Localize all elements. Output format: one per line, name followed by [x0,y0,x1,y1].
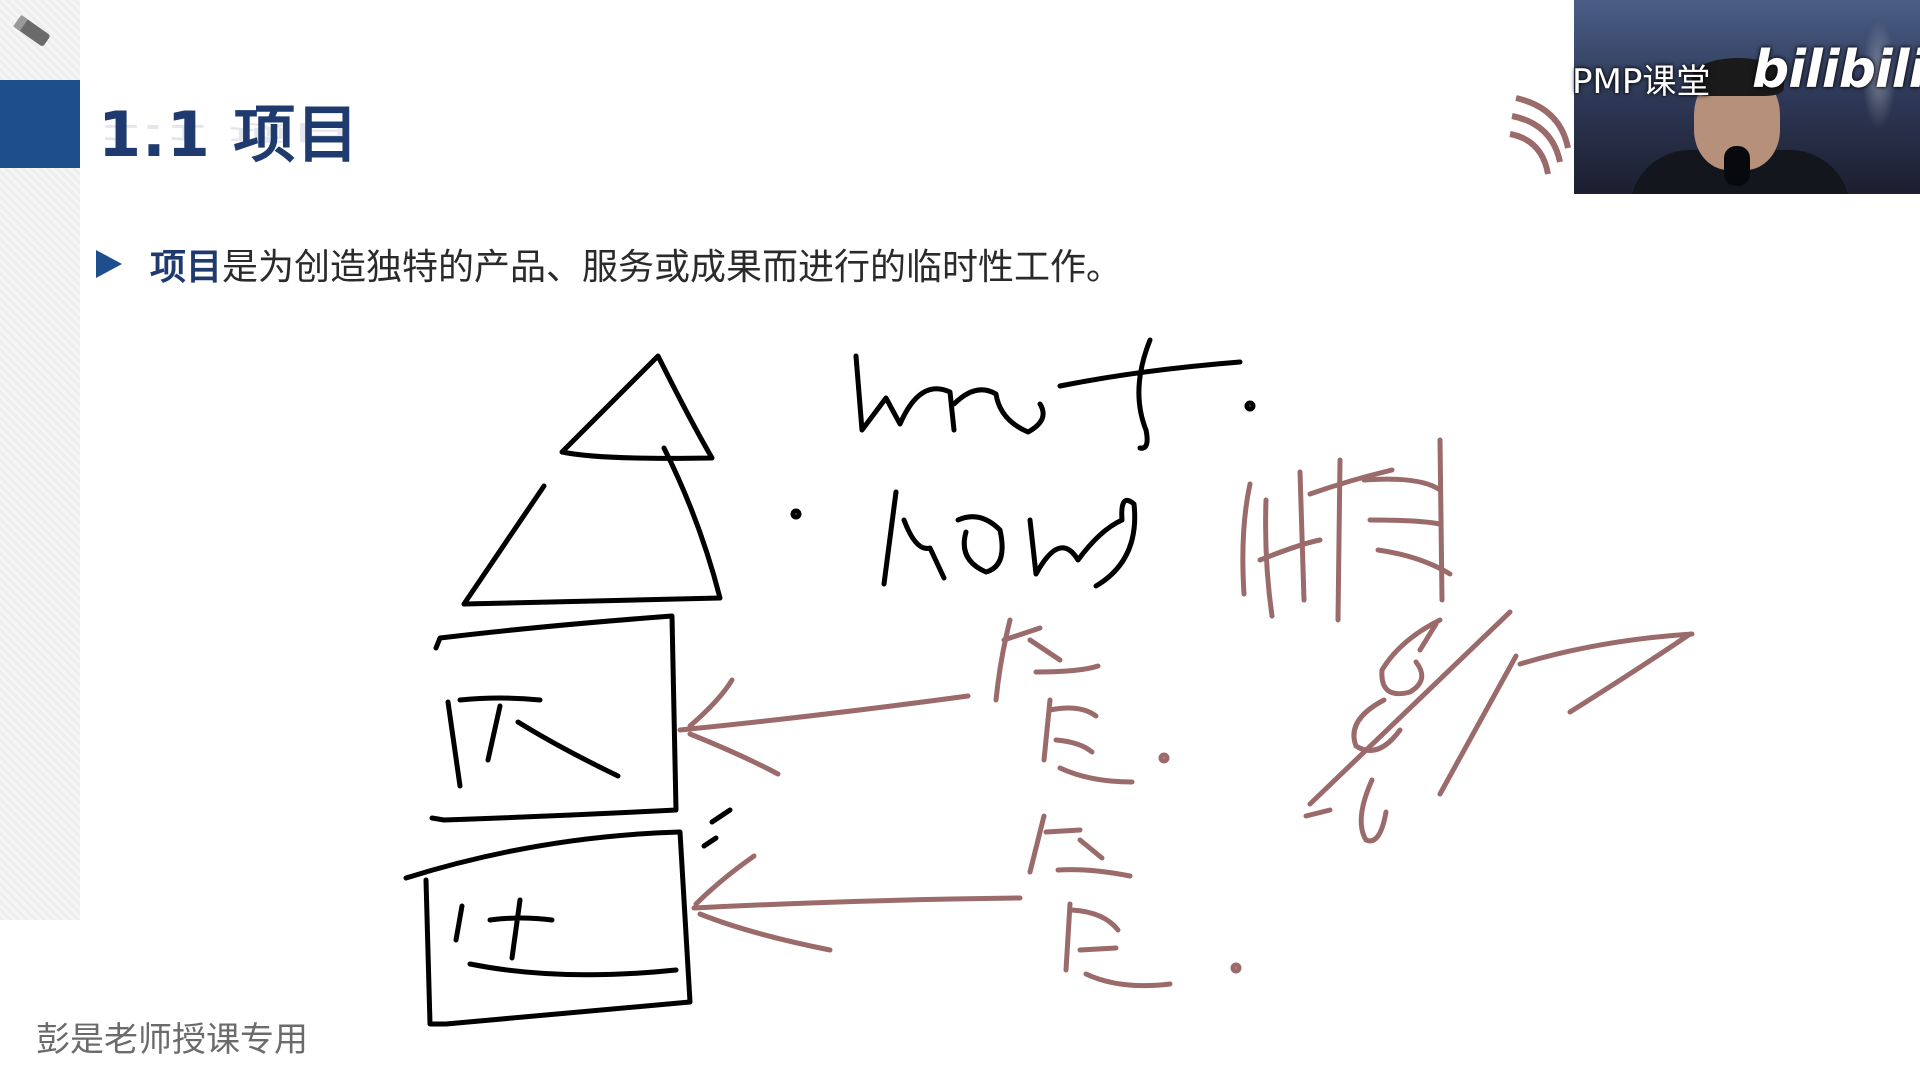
word-what [853,337,1243,451]
circle-stroke [1351,697,1403,753]
long-slash [1307,609,1513,807]
bullet-text: 是为创造独特的产品、服务或成果而进行的临时性工作。 [222,247,1123,288]
arrow-lower [691,853,1023,953]
channel-watermark: PMP课堂 [1572,62,1711,102]
triangle-right-icon [96,250,122,278]
lower-box-glyph [453,897,679,978]
pencil-icon[interactable] [6,6,58,58]
bullet-term: 项目 [150,247,223,288]
short-slash [1437,653,1519,797]
upper-box-glyph [445,695,621,789]
glyph-cluster [1240,437,1453,623]
right-arrow [1517,631,1695,715]
lower-hook [1303,777,1389,844]
pyramid-sketch [461,353,723,607]
microphone-icon [1724,146,1750,186]
arrow-upper [677,677,971,777]
pyramid-top [559,353,715,461]
footer-note: 彭是老师授课专用 [36,1020,308,1060]
bilibili-logo: bilibili [1752,40,1920,100]
glyph-guan-upper [993,617,1135,785]
brown-arrows [677,437,1695,989]
upper-box [429,613,679,823]
loop-stroke [1379,617,1443,697]
webcam-feed [1574,0,1920,194]
pyramid-bottom [461,445,723,607]
word-how [881,489,1138,589]
swirl-decor-icon [1509,95,1571,175]
box-sketches [403,613,733,1027]
title-accent-bar [0,80,80,168]
definition-bullet: 项目 是为创造独特的产品、服务或成果而进行的临时性工作。 [96,238,1122,290]
lower-box [403,829,693,1027]
what-how-words [790,337,1256,589]
glyph-guan-lower [1027,813,1173,989]
slide-title: 1.1 项目 [98,98,360,171]
